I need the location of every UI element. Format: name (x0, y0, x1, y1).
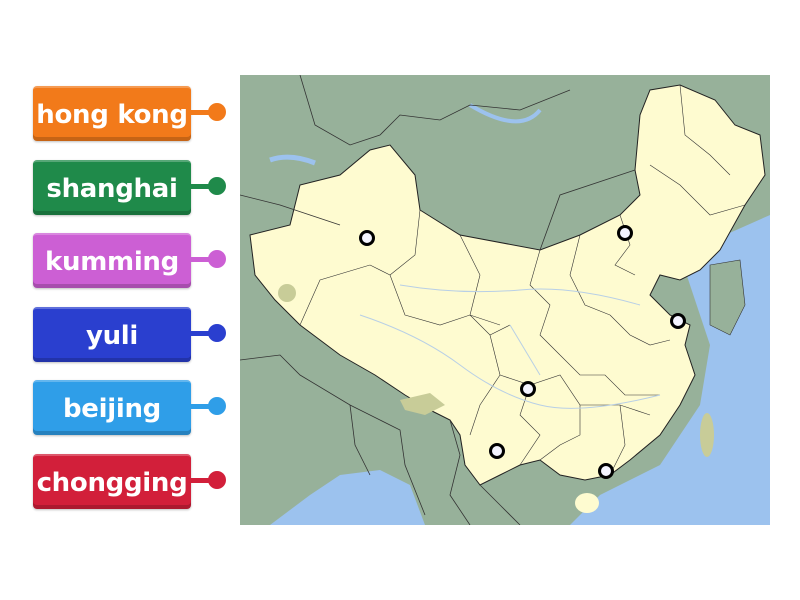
label-item-hong-kong[interactable]: hong kong (33, 86, 263, 146)
label-item-chongging[interactable]: chongging (33, 454, 263, 514)
china-map (240, 75, 770, 525)
map-marker-5[interactable] (489, 443, 505, 459)
map-marker-1[interactable] (359, 230, 375, 246)
map-marker-6[interactable] (598, 463, 614, 479)
connector-dot-icon[interactable] (208, 471, 226, 489)
connector-dot-icon[interactable] (208, 324, 226, 342)
label-button[interactable]: beijing (33, 380, 191, 435)
map-marker-4[interactable] (520, 381, 536, 397)
map-graphic (240, 75, 770, 525)
map-marker-3[interactable] (670, 313, 686, 329)
label-button[interactable]: shanghai (33, 160, 191, 215)
connector-line (191, 110, 211, 115)
connector-dot-icon[interactable] (208, 177, 226, 195)
connector-line (191, 478, 211, 483)
connector-line (191, 404, 211, 409)
label-button[interactable]: hong kong (33, 86, 191, 141)
label-button[interactable]: kumming (33, 233, 191, 288)
map-marker-2[interactable] (617, 225, 633, 241)
label-button[interactable]: chongging (33, 454, 191, 509)
connector-dot-icon[interactable] (208, 250, 226, 268)
connector-line (191, 331, 211, 336)
connector-line (191, 257, 211, 262)
label-item-kumming[interactable]: kumming (33, 233, 263, 293)
label-button[interactable]: yuli (33, 307, 191, 362)
label-item-yuli[interactable]: yuli (33, 307, 263, 367)
connector-line (191, 184, 211, 189)
label-item-beijing[interactable]: beijing (33, 380, 263, 440)
connector-dot-icon[interactable] (208, 103, 226, 121)
label-item-shanghai[interactable]: shanghai (33, 160, 263, 220)
connector-dot-icon[interactable] (208, 397, 226, 415)
